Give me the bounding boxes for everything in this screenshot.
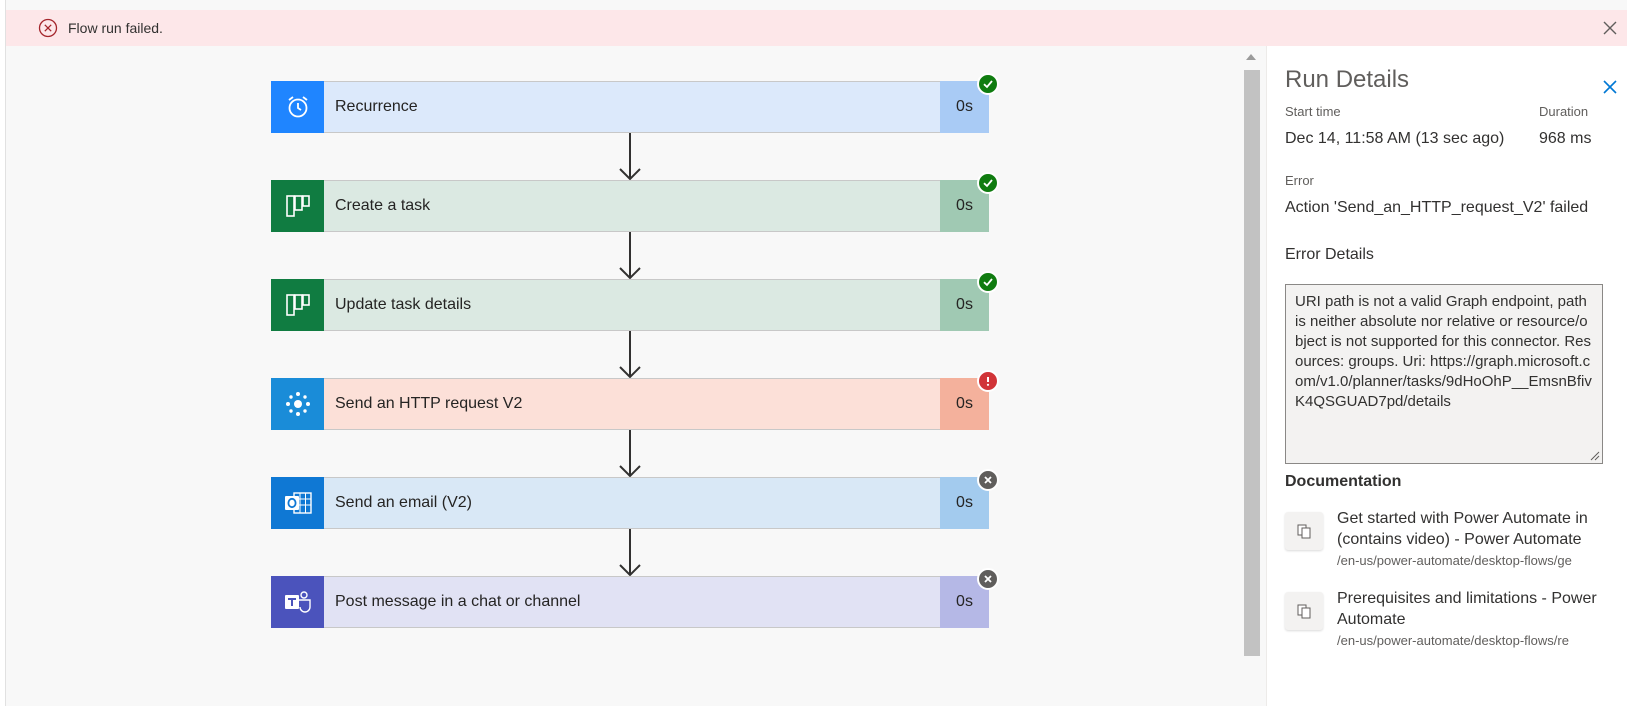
planner-icon xyxy=(271,279,324,331)
start-time-value: Dec 14, 11:58 AM (13 sec ago) xyxy=(1285,130,1505,147)
flow-step-send-email[interactable]: Send an email (V2) 0s xyxy=(271,469,999,529)
banner-message: Flow run failed. xyxy=(68,20,163,36)
document-copy-icon xyxy=(1285,512,1323,550)
error-banner: Flow run failed. xyxy=(6,10,1627,46)
step-name: Send an email (V2) xyxy=(335,494,472,511)
flow-canvas: Recurrence 0s Create a task 0s xyxy=(6,46,1244,706)
error-label: Error xyxy=(1285,173,1314,188)
left-edge xyxy=(0,0,6,706)
canvas-scrollbar[interactable] xyxy=(1240,46,1264,658)
planner-icon xyxy=(271,180,324,232)
start-time-label: Start time xyxy=(1285,104,1341,119)
duration-label: Duration xyxy=(1539,104,1589,119)
scrollbar-thumb[interactable] xyxy=(1244,70,1260,656)
banner-close-icon[interactable] xyxy=(1601,19,1619,37)
doc-title: Get started with Power Automate in(conta… xyxy=(1337,510,1588,548)
failed-exclamation-icon xyxy=(977,370,999,392)
flow-step-update-task-details[interactable]: Update task details 0s xyxy=(271,271,999,331)
error-details-label: Error Details xyxy=(1285,246,1374,263)
error-details-textbox[interactable]: URI path is not a valid Graph endpoint, … xyxy=(1285,284,1603,464)
duration-value: 968 ms xyxy=(1539,130,1592,147)
flow-step-post-message[interactable]: Post message in a chat or channel 0s xyxy=(271,568,999,628)
doc-url: /en-us/power-automate/desktop-flows/re xyxy=(1337,633,1569,648)
connector-arrow xyxy=(619,133,641,181)
resize-grip-icon[interactable] xyxy=(1588,449,1600,461)
step-name: Post message in a chat or channel xyxy=(335,593,581,610)
documentation-label: Documentation xyxy=(1285,473,1402,490)
document-copy-icon xyxy=(1285,592,1323,630)
step-name: Send an HTTP request V2 xyxy=(335,395,523,412)
connector-arrow xyxy=(619,232,641,280)
step-name: Create a task xyxy=(335,197,431,214)
error-circle-icon xyxy=(38,18,58,38)
flow-step-send-http-request[interactable]: Send an HTTP request V2 0s xyxy=(271,370,999,430)
connector-arrow xyxy=(619,430,641,478)
panel-close-icon[interactable] xyxy=(1601,78,1619,96)
success-check-icon xyxy=(977,73,999,95)
outlook-icon xyxy=(271,477,324,529)
graph-http-icon xyxy=(271,378,324,430)
connector-arrow xyxy=(619,331,641,379)
error-details-text: URI path is not a valid Graph endpoint, … xyxy=(1295,293,1592,410)
scroll-up-arrow-icon[interactable] xyxy=(1246,54,1256,60)
doc-url: /en-us/power-automate/desktop-flows/ge xyxy=(1337,553,1572,568)
alarm-clock-icon xyxy=(271,81,324,133)
success-check-icon xyxy=(977,271,999,293)
flow-step-recurrence[interactable]: Recurrence 0s xyxy=(271,73,999,133)
step-name: Recurrence xyxy=(335,98,418,115)
run-details-panel: Run Details Start time Duration Dec 14, … xyxy=(1266,46,1627,706)
connector-arrow xyxy=(619,529,641,577)
panel-title: Run Details xyxy=(1285,66,1410,93)
teams-icon xyxy=(271,576,324,628)
flow-step-create-task[interactable]: Create a task 0s xyxy=(271,172,999,232)
documentation-link[interactable]: Get started with Power Automate in(conta… xyxy=(1285,508,1627,578)
success-check-icon xyxy=(977,172,999,194)
skipped-x-icon xyxy=(977,469,999,491)
error-value: Action 'Send_an_HTTP_request_V2' failed xyxy=(1285,199,1589,216)
step-name: Update task details xyxy=(335,296,472,313)
skipped-x-icon xyxy=(977,568,999,590)
